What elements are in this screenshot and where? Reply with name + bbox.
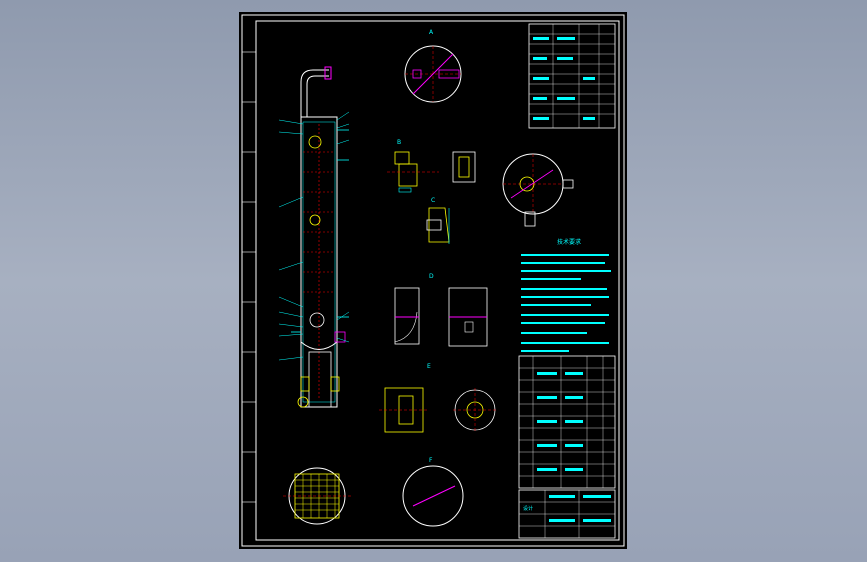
detail-f bbox=[379, 387, 497, 433]
top-section-view bbox=[404, 45, 462, 103]
nozzle-schedule-table bbox=[518, 355, 616, 489]
cad-viewport[interactable]: A B C D E F 技术要求 bbox=[239, 12, 627, 549]
cad-drawing: A B C D E F 技术要求 bbox=[241, 14, 625, 547]
packing-support-view bbox=[283, 467, 351, 525]
drawing-frame bbox=[255, 20, 620, 541]
tray-plate-view bbox=[402, 465, 464, 527]
title-block-label: 设计 bbox=[523, 505, 533, 512]
tower-elevation bbox=[278, 66, 350, 408]
view-label-f: F bbox=[429, 457, 433, 464]
view-label-d: D bbox=[429, 273, 434, 280]
design-data-table bbox=[528, 23, 616, 129]
technical-notes: 技术要求 bbox=[521, 238, 611, 352]
view-label-c: C bbox=[431, 197, 435, 204]
view-label-e: E bbox=[427, 363, 431, 370]
zone-markers-left bbox=[242, 51, 256, 503]
view-label-b: B bbox=[397, 139, 401, 146]
sheet-border bbox=[241, 14, 625, 547]
title-block: 设计 bbox=[518, 489, 616, 539]
notes-heading: 技术要求 bbox=[557, 238, 581, 246]
detail-e bbox=[394, 287, 488, 347]
detail-c bbox=[452, 151, 476, 183]
view-label-a: A bbox=[429, 29, 434, 36]
detail-b bbox=[387, 151, 439, 193]
detail-d bbox=[426, 207, 450, 244]
nozzle-orientation-view bbox=[502, 153, 574, 227]
